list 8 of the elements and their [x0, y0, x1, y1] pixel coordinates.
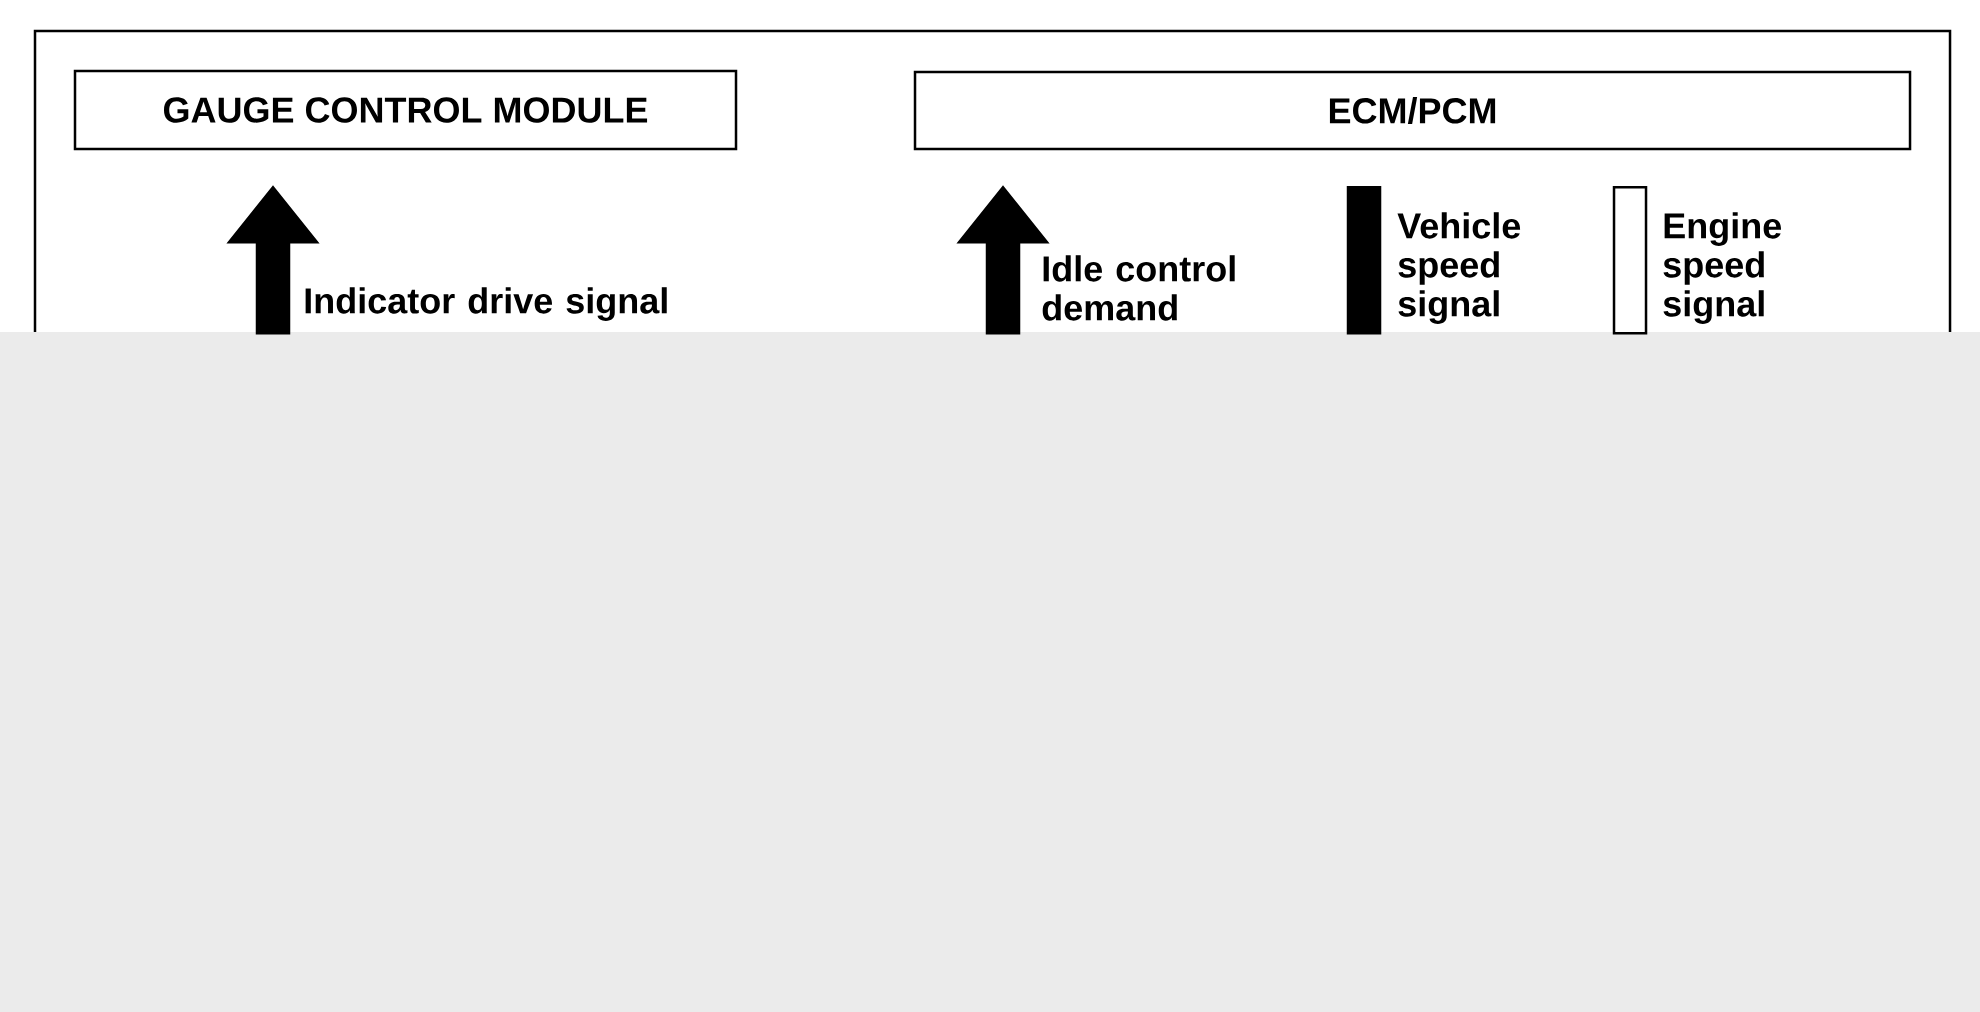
module-box: ECM/PCM [913, 70, 1912, 151]
signal-bar [1346, 186, 1382, 335]
edge-label: Indicator drive signal [305, 287, 667, 321]
edge-label: Engine speed signal [1663, 212, 1781, 324]
edge-label: Vehicle speed signal [1397, 212, 1521, 324]
module-box: GAUGE CONTROL MODULE [73, 69, 738, 151]
edge-label: Idle control demand [1042, 255, 1235, 321]
signal-bar [1612, 186, 1648, 335]
